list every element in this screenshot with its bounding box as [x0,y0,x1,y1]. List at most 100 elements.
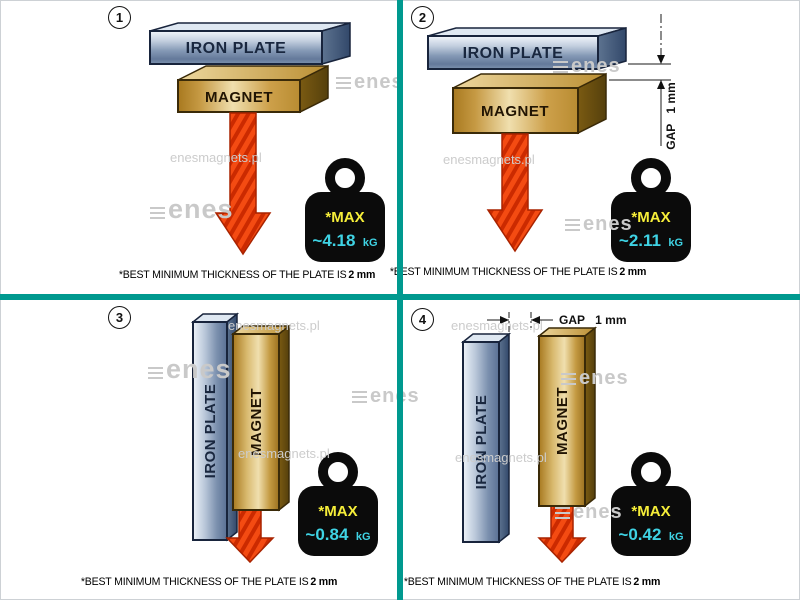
panel-number: 1 [115,10,124,25]
weight-body [611,486,691,556]
weight-icon: *MAX ~2.11 kG [611,158,691,262]
caption-text: *BEST MINIMUM THICKNESS OF THE PLATE IS [80,576,309,588]
dimension-arrowhead-left [531,316,540,324]
iron-plate: IRON PLATE [427,27,627,70]
weight-max-label: *MAX [631,209,670,226]
caption-bold-value: 2 mm [619,266,647,278]
enes-logo-text: enes [579,367,629,389]
watermark-site-text: enesmagnets.pl [455,450,547,465]
iron-plate-front-face [192,321,228,541]
weight-icon: *MAX ~0.42 kG [611,452,691,556]
enes-logo-text: enes [583,213,633,235]
weight-value-number: ~2.11 [619,231,661,250]
panel-4-illustration: GAP 1 mm IRON PLATE MAGNET *MAX [460,312,691,564]
watermark-site-text: enesmagnets.pl [443,152,535,167]
iron-plate-top-face [149,22,351,32]
enes-logo-watermark: enes [336,71,404,93]
gap-label: GAP 1 mm [664,82,678,150]
enes-logo-bars-icon [352,391,367,404]
caption-text: *BEST MINIMUM THICKNESS OF THE PLATE IS [118,269,347,281]
weight-max-label: *MAX [318,503,357,520]
enes-logo-watermark: enes [148,354,232,384]
panel-1-illustration: IRON PLATE MAGNET *MAX ~4.18 kG [149,22,385,262]
magnet-side-face [278,324,290,512]
watermark-site-text: enesmagnets.pl [228,318,320,333]
weight-handle [325,158,365,198]
iron-plate-label: IRON PLATE [473,395,490,490]
caption-bold-value: 2 mm [310,576,338,588]
pull-force-arrow [214,112,272,256]
magnet: MAGNET [452,72,607,135]
iron-plate-label: IRON PLATE [202,384,219,479]
magnet-label: MAGNET [248,388,265,456]
iron-plate-front-face [149,30,323,65]
magnet-front-face [232,333,280,511]
iron-plate: IRON PLATE [460,332,512,544]
gap-label-value: 1 mm [664,82,678,113]
weight-value-unit: kG [668,237,683,249]
enes-logo-bars-icon [148,366,163,380]
iron-plate-side-face [321,22,351,65]
gap-dimension: GAP 1 mm [609,14,678,150]
enes-logo-text: enes [168,194,234,224]
iron-plate-label: IRON PLATE [463,45,564,62]
magnet-front-face [538,335,586,507]
gap-label-text: GAP [559,313,585,327]
iron-plate-front-face [462,341,500,543]
weight-value: ~0.84 kG [305,525,370,544]
magnet-front-face [452,87,579,134]
weight-value-unit: kG [363,237,378,249]
weight-max-label: *MAX [631,503,670,520]
enes-logo-bars-icon [555,507,570,520]
watermark-site-text: enesmagnets.pl [170,150,262,165]
panel-number-badge: 2 [411,6,434,29]
gap-label: GAP 1 mm [559,313,627,327]
panel-number-badge: 3 [108,306,131,329]
iron-plate: IRON PLATE [149,22,351,65]
watermark-site-text: enesmagnets.pl [451,318,543,333]
dimension-arrowhead-up [657,80,665,89]
iron-plate-label: IRON PLATE [186,40,287,57]
enes-logo-text: enes [573,501,623,523]
weight-icon: *MAX ~0.84 kG [298,452,378,556]
weight-handle [631,158,671,198]
enes-logo-bars-icon [150,206,165,220]
panel-number-badge: 4 [411,308,434,331]
pull-force-arrow [486,133,544,253]
dimension-arrowhead-right [500,316,509,324]
weight-value-number: ~0.42 [618,525,661,544]
weight-handle [631,452,671,492]
gap-dimension: GAP 1 mm [487,312,627,334]
weight-body [611,192,691,262]
enes-logo-text: enes [166,354,232,384]
magnet: MAGNET [230,324,292,512]
iron-plate-top-face [427,27,627,37]
iron-plate-side-face [498,332,510,544]
divider-horizontal [0,294,800,300]
panel-2-illustration: IRON PLATE GAP 1 mm MAGNET [427,14,691,262]
caption-bold-value: 2 mm [633,576,661,588]
enes-logo-bars-icon [336,77,351,90]
watermark-site-text: enesmagnets.pl [238,446,330,461]
panel-number: 3 [115,310,124,325]
iron-plate-front-face [427,35,599,70]
gap-label-value: 1 mm [595,313,626,327]
enes-logo-text: enes [571,55,621,77]
weight-max-label: *MAX [325,209,364,226]
panel-3-illustration: IRON PLATE MAGNET *MAX ~0.84 kG [190,312,378,564]
panel-contact-horizontal: IRON PLATE MAGNET *MAX ~4.18 kG 1 enesma… [0,0,403,295]
panel-number: 4 [418,312,427,327]
weight-value: ~4.18 kG [312,231,377,250]
panel-number-badge: 1 [108,6,131,29]
magnet-label: MAGNET [481,103,549,120]
panel-contact-vertical: IRON PLATE MAGNET *MAX ~0.84 kG 3 enesma… [0,300,419,600]
magnet-side-face [584,326,596,508]
enes-logo-watermark: enes [561,367,629,389]
enes-logo-text: enes [354,71,404,93]
magnet-label: MAGNET [554,387,571,455]
dimension-arrowhead-down [657,55,665,64]
